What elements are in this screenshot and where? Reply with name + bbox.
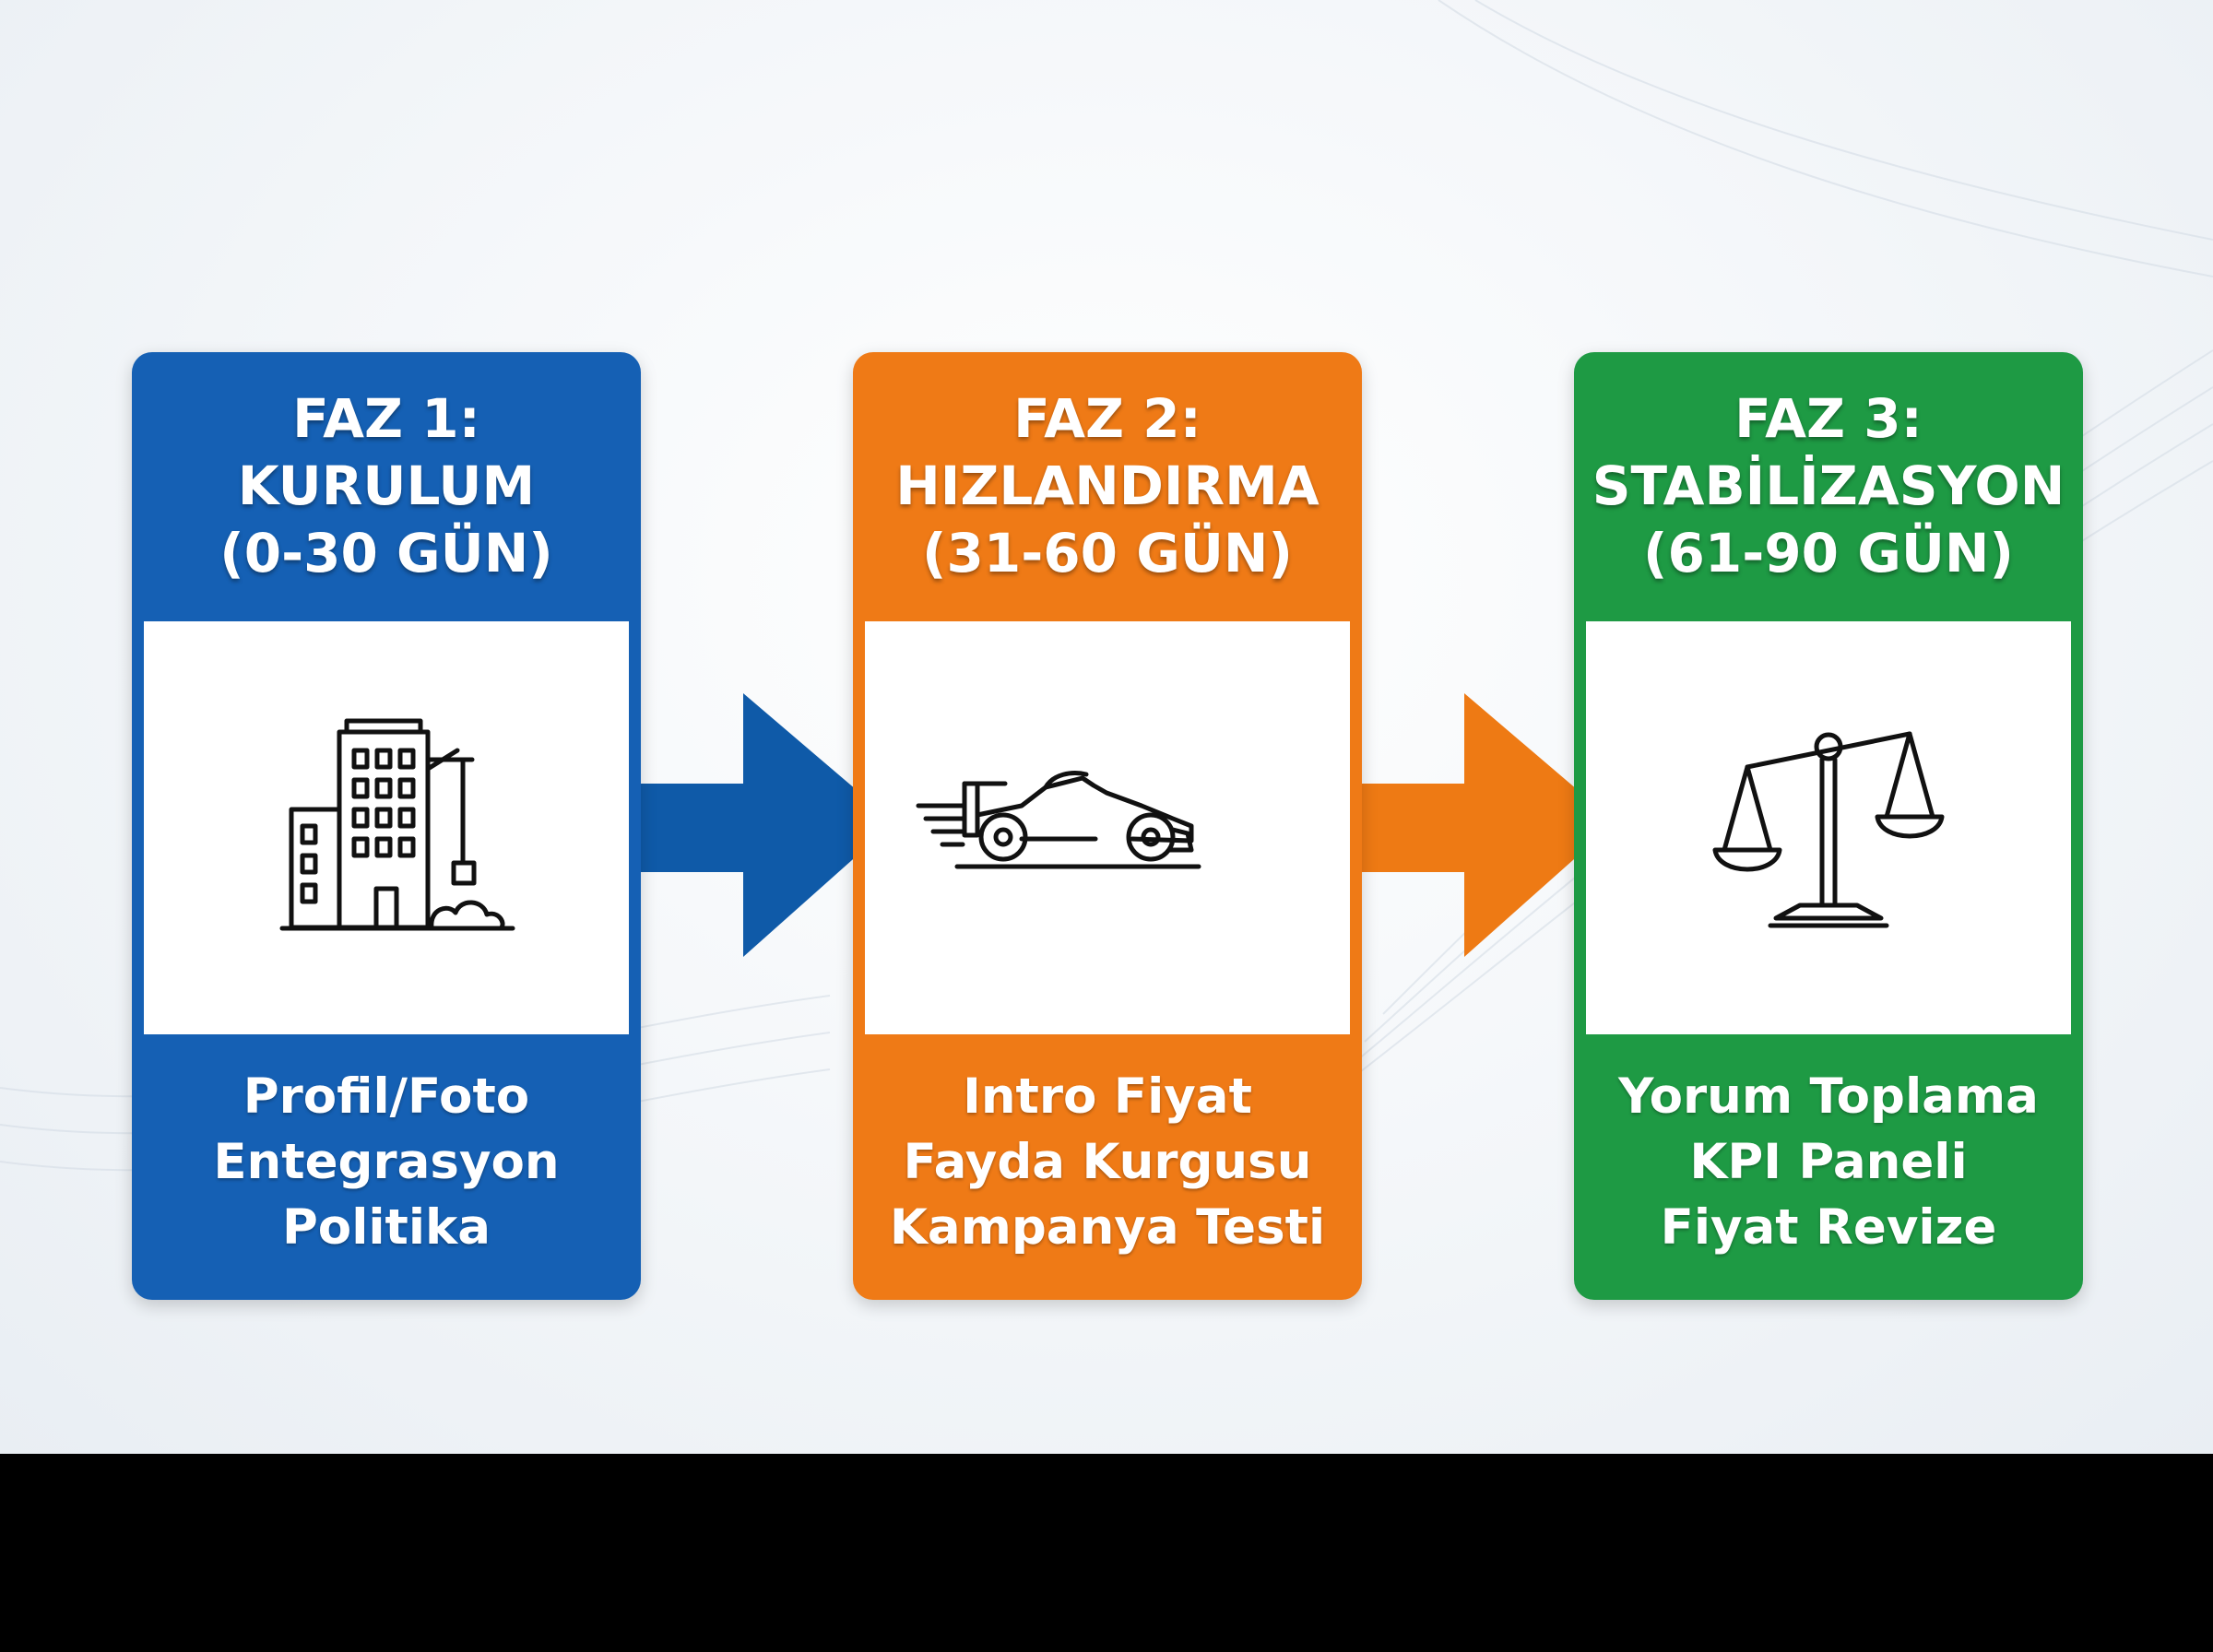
phase-title: FAZ 3: STABİLİZASYON (61-90 GÜN)	[1574, 385, 2083, 587]
phase-items: Profil/Foto Entegrasyon Politika	[132, 1064, 641, 1260]
phase-item: Yorum Toplama	[1618, 1068, 2039, 1125]
arrow-shape	[627, 693, 894, 957]
phase-item: Politika	[281, 1199, 491, 1256]
phase-item: KPI Paneli	[1689, 1134, 1968, 1190]
icon-panel	[1586, 621, 2071, 1034]
arrow-phase2-to-phase3	[1348, 693, 1615, 957]
building-crane-icon	[279, 718, 515, 931]
icon-panel	[144, 621, 629, 1034]
phase-item: Kampanya Testi	[889, 1199, 1326, 1256]
phase-label: FAZ 3:	[1734, 387, 1923, 450]
phase-item: Entegrasyon	[213, 1134, 560, 1190]
phase-items: Yorum Toplama KPI Paneli Fiyat Revize	[1574, 1064, 2083, 1260]
arrow-shape	[1348, 693, 1615, 957]
phase-card-1: FAZ 1: KURULUM (0-30 GÜN)	[132, 352, 641, 1300]
phase-items: Intro Fiyat Fayda Kurgusu Kampanya Testi	[853, 1064, 1362, 1260]
icon-panel	[865, 621, 1350, 1034]
phase-duration: (61-90 GÜN)	[1643, 522, 2014, 584]
phase-card-3: FAZ 3: STABİLİZASYON (61-90 GÜN)	[1574, 352, 2083, 1300]
phase-title: FAZ 1: KURULUM (0-30 GÜN)	[132, 385, 641, 587]
phase-item: Fayda Kurgusu	[903, 1134, 1312, 1190]
phase-duration: (31-60 GÜN)	[922, 522, 1293, 584]
phase-name: STABİLİZASYON	[1592, 454, 2065, 517]
diagram-canvas: FAZ 1: KURULUM (0-30 GÜN)	[0, 0, 2213, 1454]
phase-item: Intro Fiyat	[963, 1068, 1252, 1125]
phase-duration: (0-30 GÜN)	[219, 522, 553, 584]
balance-scale-icon	[1712, 731, 1945, 928]
arrow-phase1-to-phase2	[627, 693, 894, 957]
phase-title: FAZ 2: HIZLANDIRMA (31-60 GÜN)	[853, 385, 1362, 587]
phase-label: FAZ 1:	[292, 387, 480, 450]
phase-item: Profil/Foto	[243, 1068, 530, 1125]
phase-card-2: FAZ 2: HIZLANDIRMA (31-60 GÜN)	[853, 352, 1362, 1300]
race-car-icon	[916, 771, 1201, 869]
phase-name: KURULUM	[237, 454, 536, 517]
phase-item: Fiyat Revize	[1660, 1199, 1997, 1256]
bottom-black-band	[0, 1454, 2213, 1652]
phase-name: HIZLANDIRMA	[895, 454, 1320, 517]
phase-label: FAZ 2:	[1013, 387, 1201, 450]
